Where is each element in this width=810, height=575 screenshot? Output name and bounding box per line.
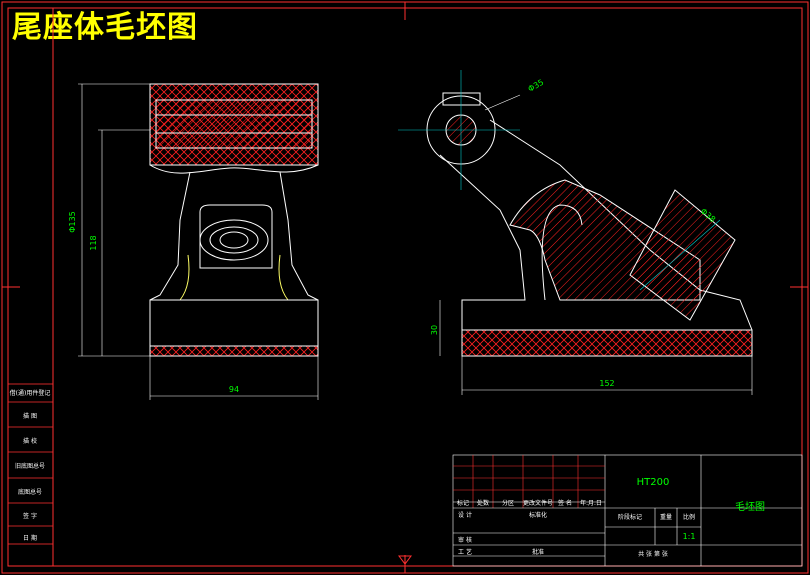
tb-row-label: 更改文件号 — [523, 499, 553, 507]
tb-drawing-name: 毛坯图 — [735, 501, 765, 513]
tb-process: 工 艺 — [458, 548, 472, 556]
tb-approve: 批准 — [532, 548, 544, 556]
drawing-title: 尾座体毛坯图 — [12, 10, 198, 45]
dim-inner-height: 118 — [89, 235, 98, 250]
tb-standardize: 标准化 — [529, 511, 547, 519]
stamp-label: 底图总号 — [18, 488, 42, 496]
tb-row-label: 标记 — [457, 499, 469, 507]
dim-right-width: 152 — [599, 379, 614, 388]
stamp-label: 描 图 — [23, 412, 37, 420]
stamp-label: 日 期 — [23, 534, 37, 542]
title-block — [452, 454, 803, 567]
tb-design: 设 计 — [458, 511, 472, 519]
side-view — [426, 92, 753, 357]
tb-row-label: 分区 — [502, 499, 514, 507]
dim-hole-diameter: Φ35 — [527, 78, 546, 94]
tb-weight: 重量 — [660, 513, 672, 521]
stamp-label: 借(通)用件登记 — [10, 389, 51, 397]
tb-review: 审 核 — [458, 536, 472, 544]
tb-row-label: 签 名 — [558, 499, 572, 507]
tb-row-label: 年.月.日 — [580, 499, 602, 507]
tb-ratio: 比例 — [683, 513, 695, 521]
stamp-label: 签 字 — [23, 512, 37, 520]
tb-stage-mark: 阶段标记 — [618, 513, 642, 521]
dim-base-height: 30 — [430, 325, 439, 335]
stamp-label: 旧底图总号 — [15, 462, 45, 470]
stamp-label: 描 校 — [23, 437, 37, 445]
side-stamp-table: 借(通)用件登记 描 图 描 校 旧底图总号 底图总号 签 字 日 期 — [7, 383, 54, 545]
tb-sheets: 共 张 第 张 — [638, 550, 668, 558]
tb-row-label: 处数 — [477, 499, 489, 507]
dim-total-height: Φ135 — [68, 211, 77, 233]
tb-scale: 1:1 — [683, 532, 696, 541]
front-view — [78, 83, 319, 400]
tb-material: HT200 — [637, 477, 670, 488]
dim-left-width: 94 — [229, 385, 239, 394]
